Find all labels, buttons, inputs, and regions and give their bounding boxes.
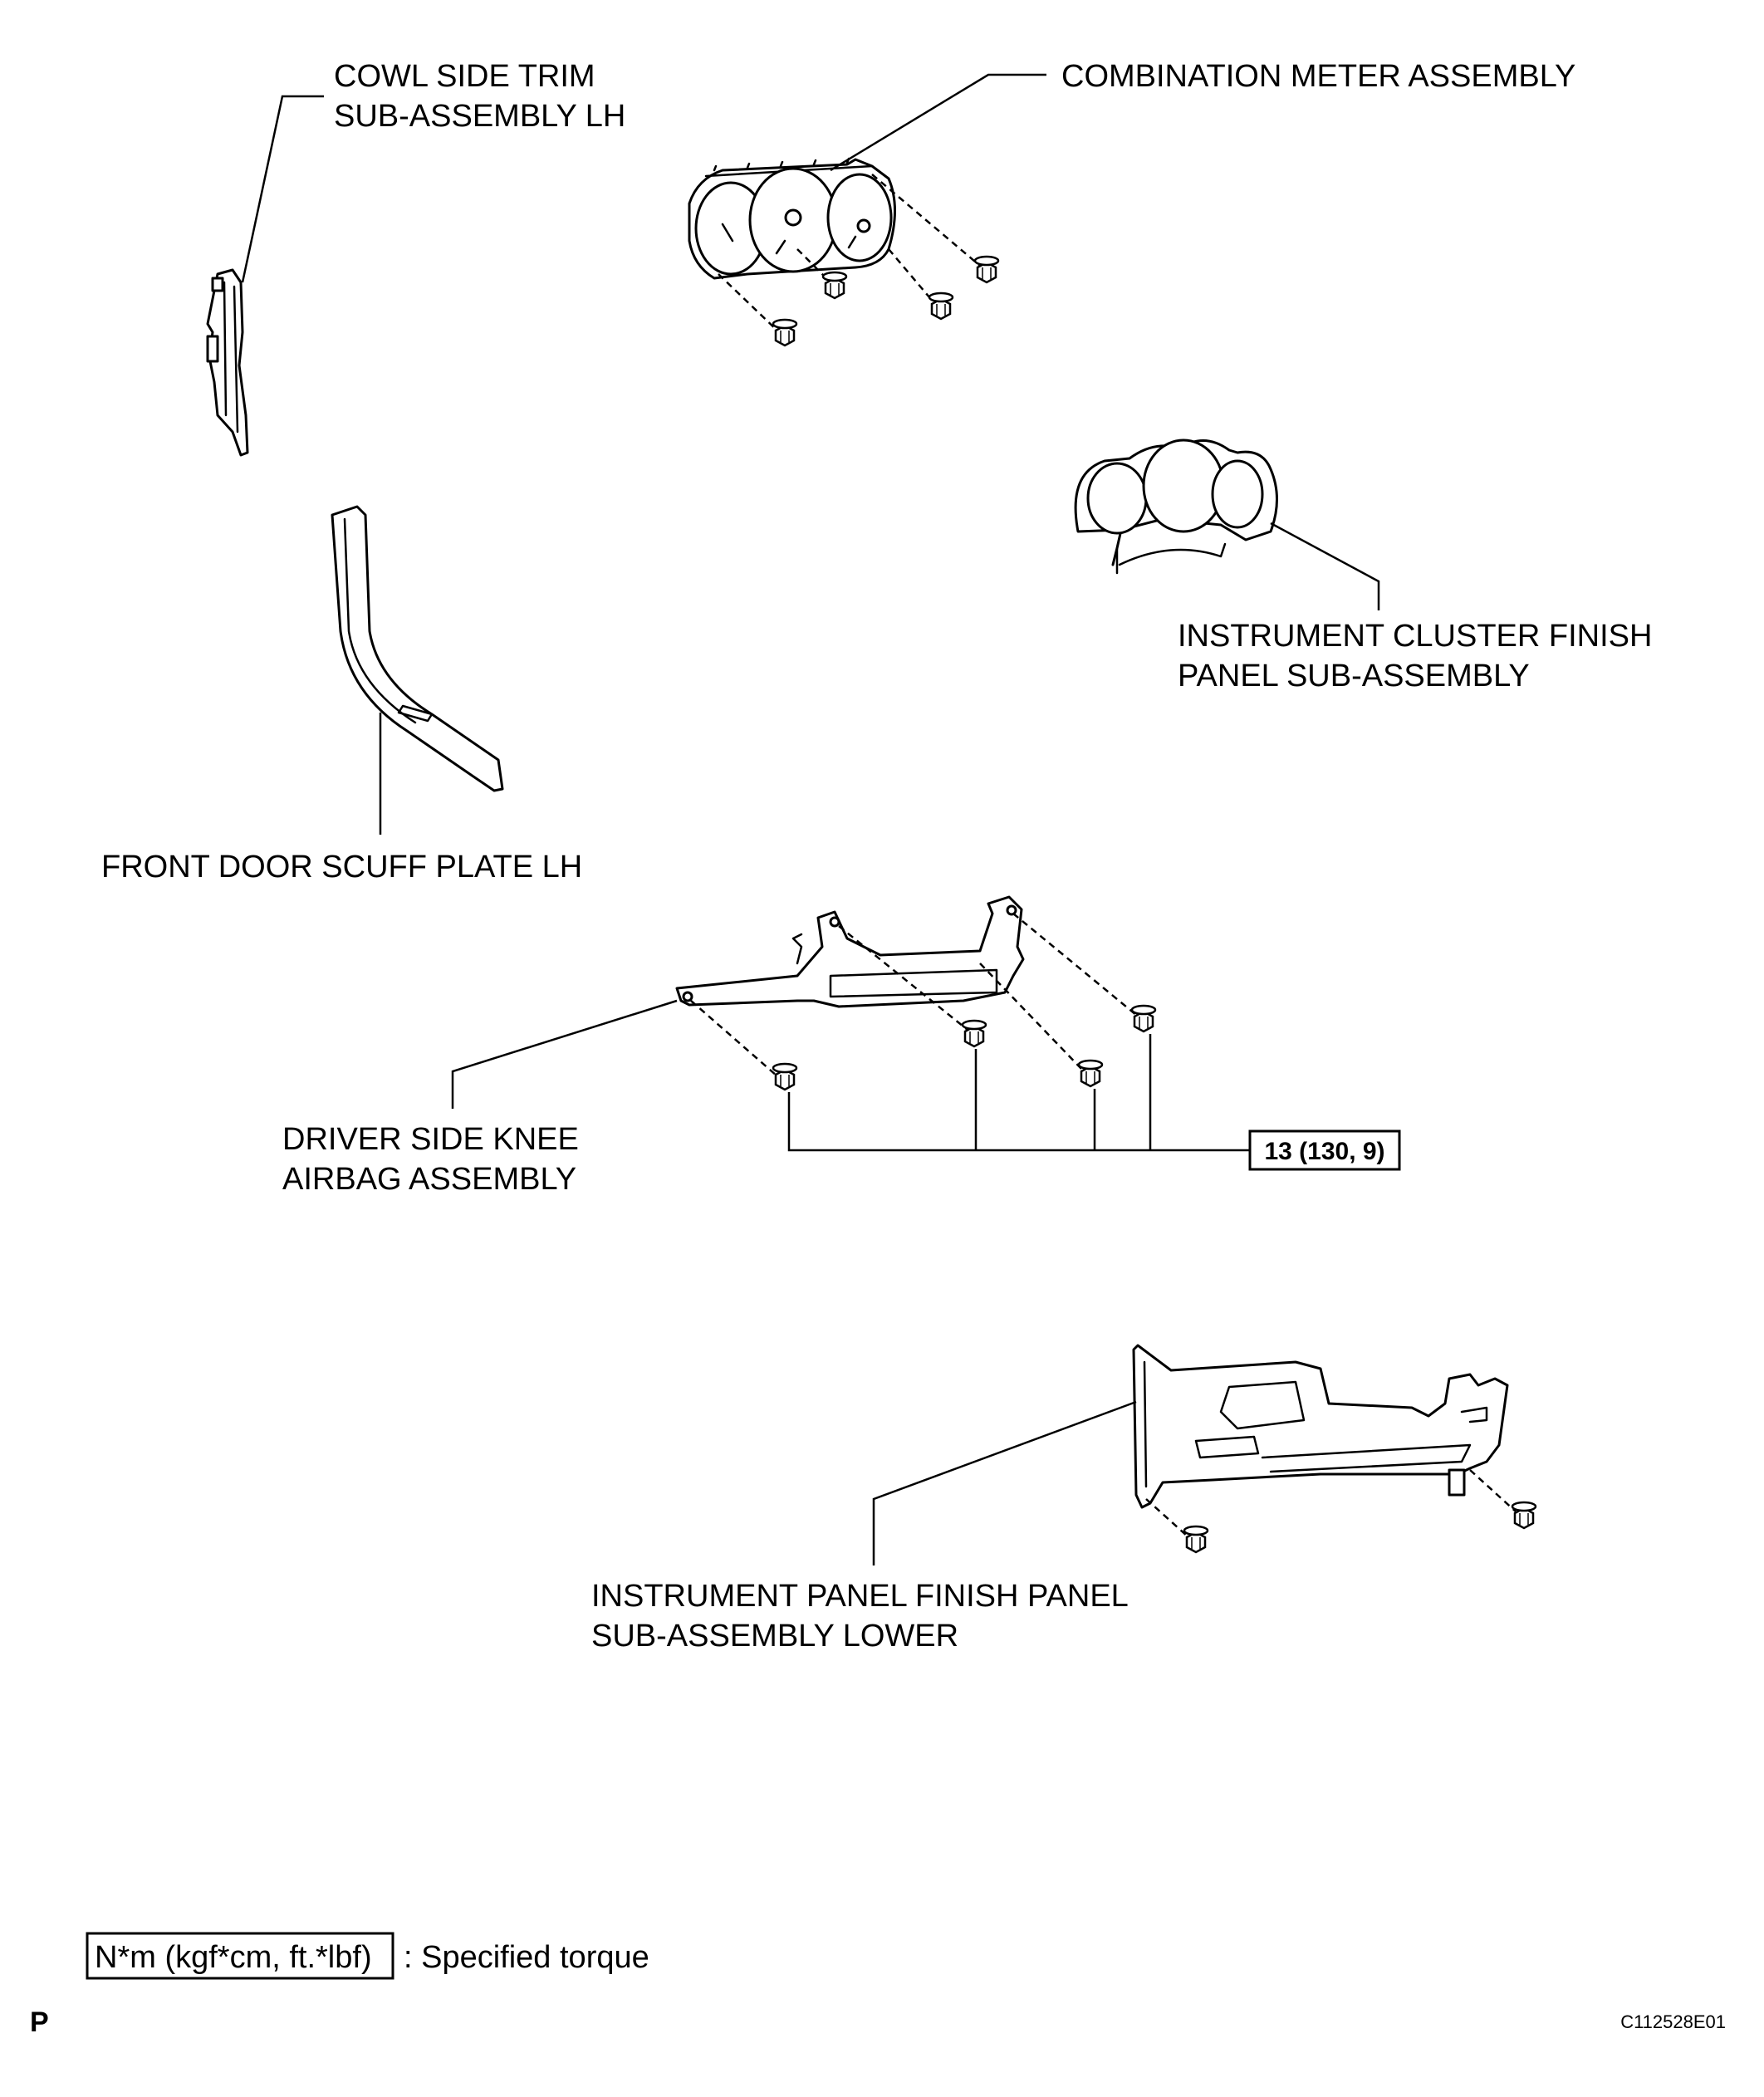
torque-spec-value: 13 (130, 9) (1264, 1138, 1384, 1165)
combination-meter-label: COMBINATION METER ASSEMBLY (1061, 59, 1575, 94)
instrument-panel-lower-part (1132, 1344, 1509, 1509)
cowl-side-trim-label: COWL SIDE TRIM SUB-ASSEMBLY LH (334, 59, 625, 134)
legend-torque-box (86, 1932, 394, 1980)
lower-panel-bolt-1 (1183, 1525, 1209, 1554)
front-door-scuff-plate-part (331, 505, 504, 792)
meter-bolt-3 (928, 292, 954, 321)
cowl-side-trim-label-line2: SUB-ASSEMBLY LH (334, 99, 625, 134)
driver-knee-airbag-leader (451, 999, 678, 1109)
airbag-bolt-4-line (1012, 913, 1137, 1016)
instrument-cluster-finish-label: INSTRUMENT CLUSTER FINISH PANEL SUB-ASSE… (1178, 619, 1661, 693)
meter-bolt-1-line (718, 273, 780, 333)
combination-meter-leader (830, 73, 1046, 172)
meter-bolt-4 (973, 255, 1000, 284)
instrument-cluster-finish-label-line2: PANEL SUB-ASSEMBLY (1178, 659, 1530, 693)
instrument-panel-lower-label-line2: SUB-ASSEMBLY LOWER (591, 1619, 958, 1654)
driver-knee-airbag-label: DRIVER SIDE KNEE AIRBAG ASSEMBLY (282, 1122, 587, 1197)
lower-panel-bolt-2 (1511, 1501, 1537, 1530)
front-door-scuff-label: FRONT DOOR SCUFF PLATE LH (101, 850, 582, 884)
instrument-panel-lower-label-line1: INSTRUMENT PANEL FINISH PANEL (591, 1579, 1128, 1614)
meter-bolt-2 (821, 271, 848, 300)
instrument-panel-lower-label: INSTRUMENT PANEL FINISH PANEL SUB-ASSEMB… (591, 1579, 1136, 1654)
lower-panel-bolt-2-line (1469, 1469, 1517, 1512)
cowl-side-trim-label-line1: COWL SIDE TRIM (334, 59, 595, 94)
airbag-bolt-1-line (690, 1000, 777, 1076)
front-door-scuff-label-line1: FRONT DOOR SCUFF PLATE LH (101, 850, 582, 884)
driver-knee-airbag-label-line1: DRIVER SIDE KNEE (282, 1122, 579, 1157)
airbag-bolt-3-line (979, 963, 1085, 1072)
driver-knee-airbag-part (675, 895, 1025, 1008)
driver-knee-airbag-label-line2: AIRBAG ASSEMBLY (282, 1162, 576, 1197)
airbag-bolt-4 (1130, 1004, 1157, 1033)
figure-id: C112528E01 (1620, 2011, 1726, 2032)
torque-spec-box (1248, 1129, 1401, 1171)
meter-bolt-1 (772, 318, 798, 347)
airbag-bolt-2-line (838, 925, 968, 1031)
cowl-side-trim-leader (241, 95, 324, 283)
cowl-side-trim-part (206, 268, 249, 457)
instrument-cluster-finish-label-line1: INSTRUMENT CLUSTER FINISH (1178, 619, 1652, 654)
combination-meter-label-line1: COMBINATION METER ASSEMBLY (1061, 59, 1575, 94)
airbag-bolt-3 (1077, 1059, 1104, 1088)
airbag-bolt-2 (961, 1019, 987, 1048)
meter-bolt-3-line (888, 248, 935, 304)
legend-description: : Specified torque (404, 1940, 649, 1975)
airbag-bolt-1 (772, 1062, 798, 1091)
instrument-panel-lower-leader (872, 1400, 1137, 1565)
torque-bracket (787, 1092, 1250, 1152)
instrument-cluster-finish-panel-part (1074, 439, 1278, 575)
instrument-cluster-finish-leader (1270, 522, 1380, 610)
combination-meter-part (688, 157, 896, 280)
lower-panel-bolt-1-line (1145, 1498, 1188, 1537)
corner-mark-p: P (30, 2006, 49, 2038)
legend-box-text: N*m (kgf*cm, ft.*lbf) (95, 1940, 372, 1975)
meter-bolt-4-line (871, 174, 981, 267)
